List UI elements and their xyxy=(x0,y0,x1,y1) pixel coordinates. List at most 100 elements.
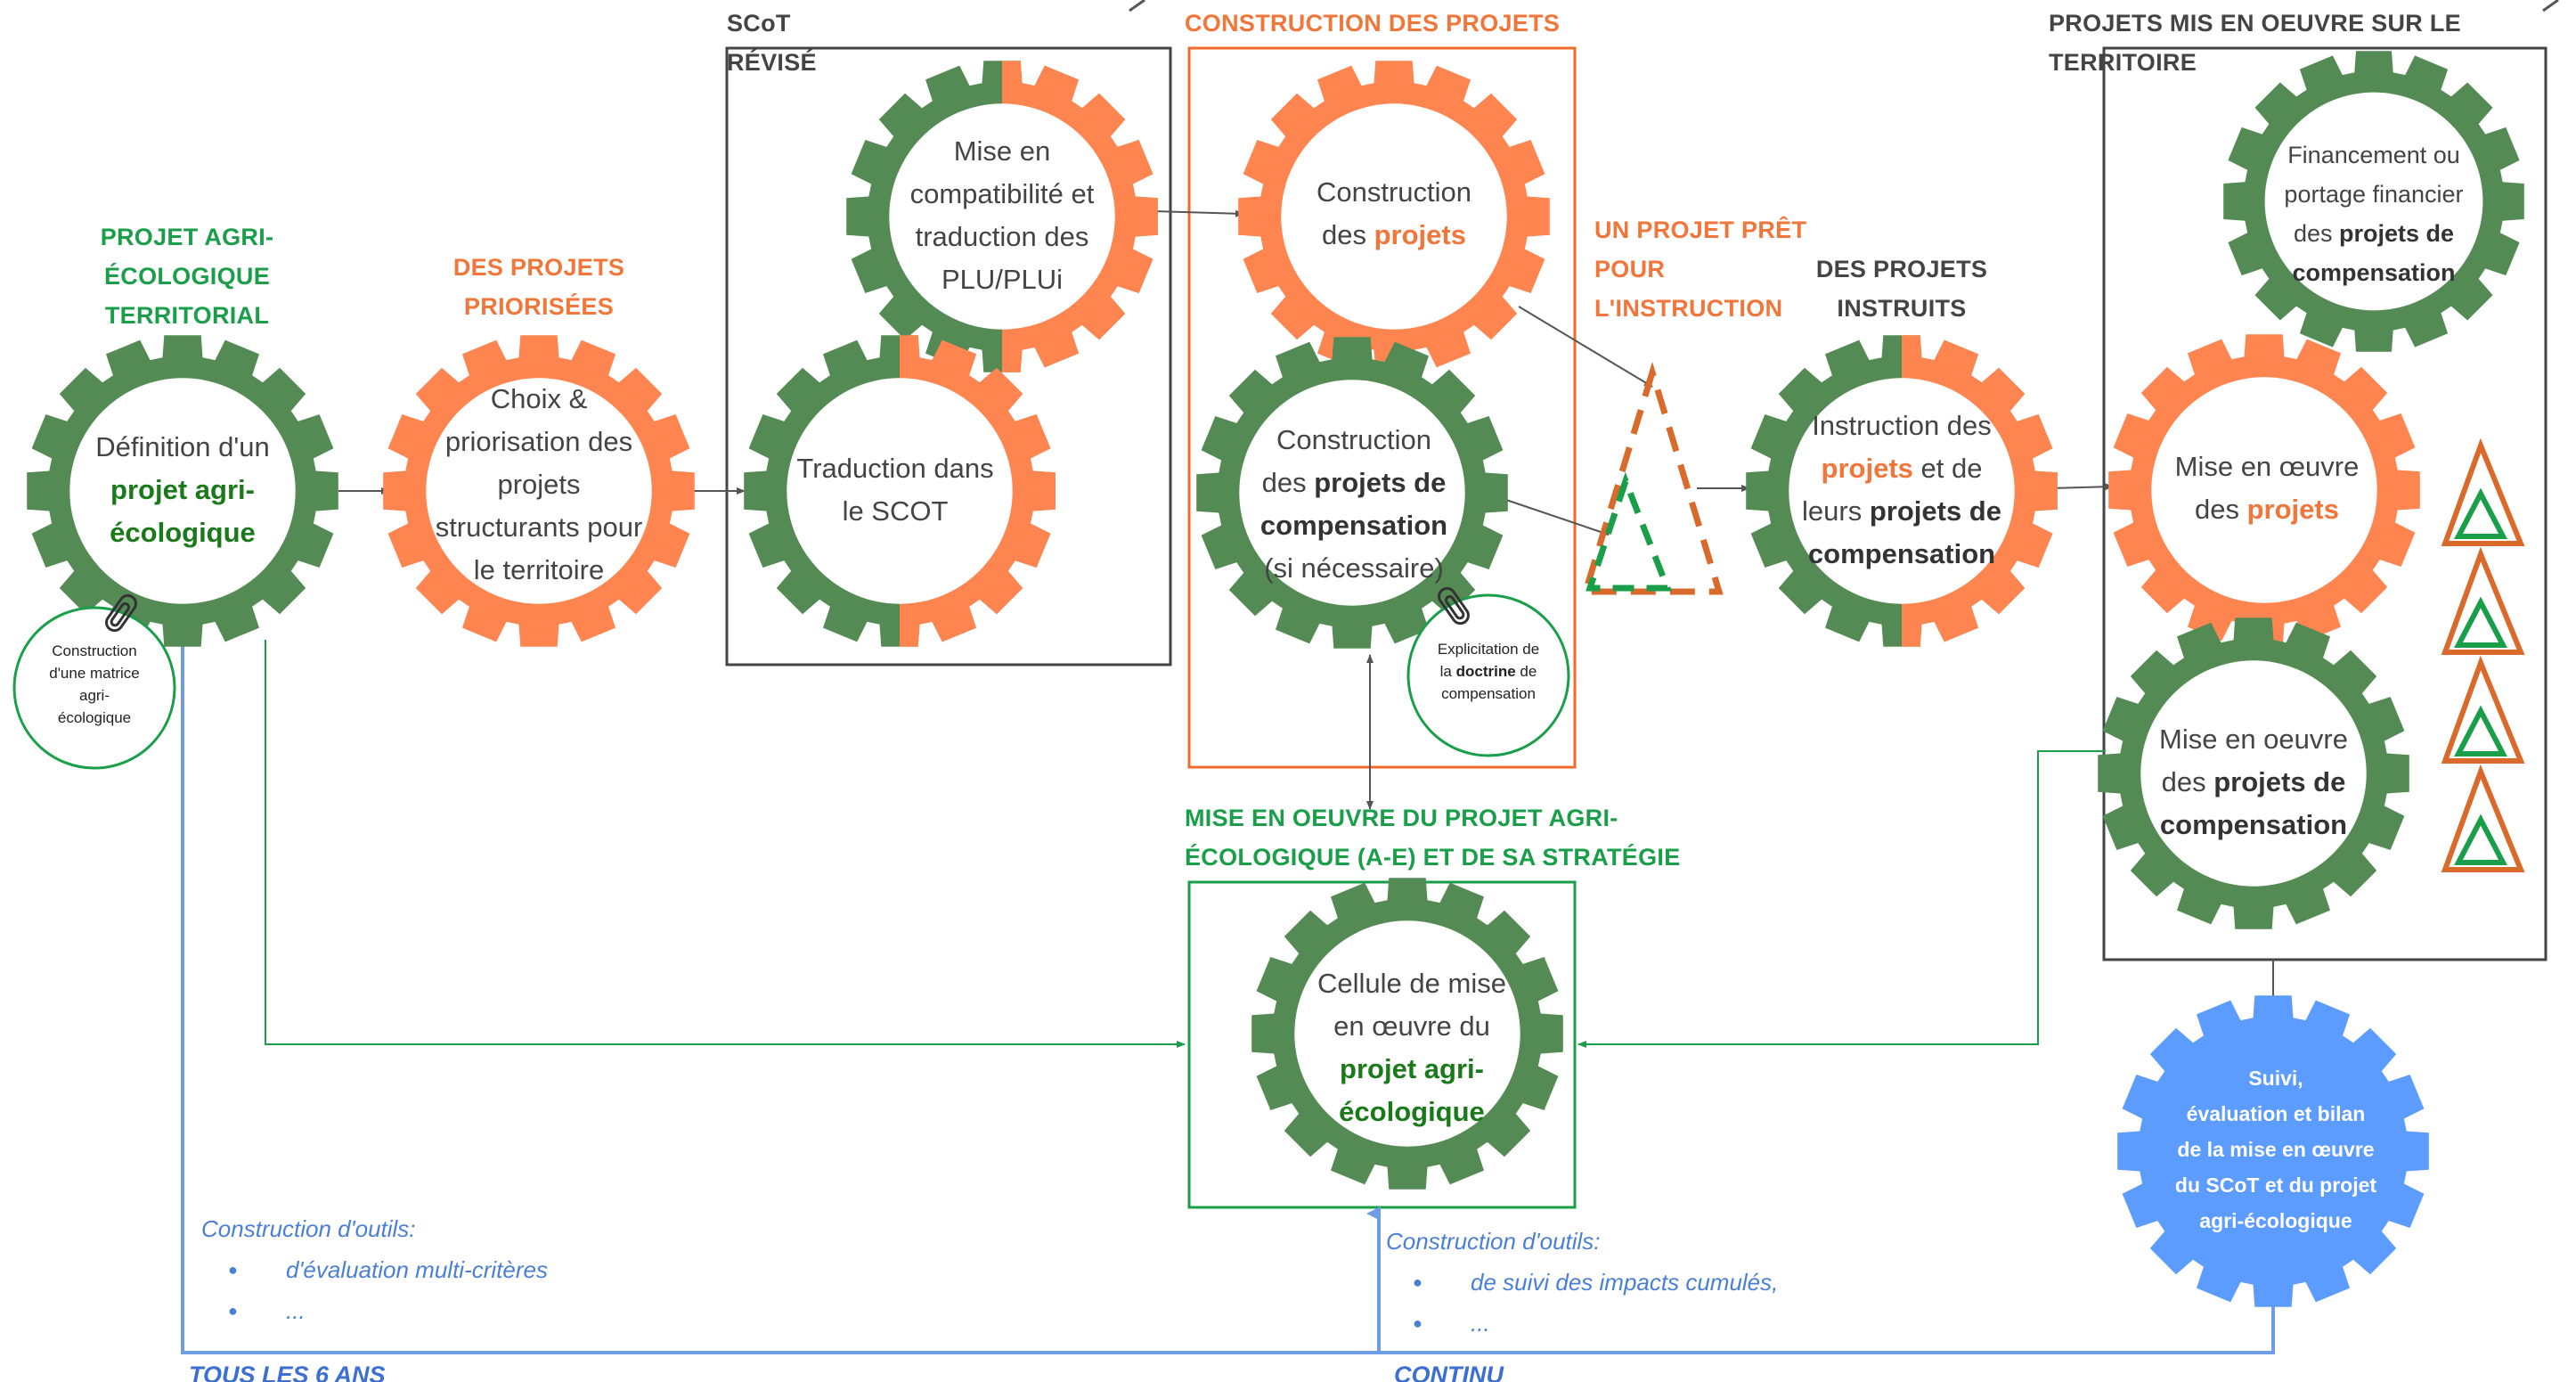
gear-cellule xyxy=(1251,878,1563,1190)
list-item: de suivi des impacts cumulés, xyxy=(1386,1262,1885,1303)
note-matrice: Construction d'une matrice agri- écologi… xyxy=(49,642,140,726)
gear-body xyxy=(2117,995,2429,1307)
note-doctrine-post: de compensation xyxy=(1441,663,1537,702)
arrow-compat-to-construction xyxy=(1153,209,1244,217)
arrow-construction-to-triangle xyxy=(1518,306,1653,388)
gear-hole xyxy=(1294,920,1520,1147)
list-item: d'évaluation multi-critères xyxy=(201,1249,700,1290)
label-projet-agri: PROJET AGRI- ÉCOLOGIQUE TERRITORIAL xyxy=(100,224,274,329)
gear-text-instruction: Instruction des projets et de leurs proj… xyxy=(1773,405,2031,576)
gear-text-mise-comp: Mise en oeuvre des projets de compensati… xyxy=(2124,718,2383,846)
gear-mise-projets xyxy=(2108,334,2420,646)
gear-text-traduction-pre: Traduction dans le SCOT xyxy=(796,453,994,527)
gears xyxy=(27,51,2524,1307)
gear-text-mise-projets-pre: Mise en œuvre des xyxy=(2174,451,2360,525)
gear-text-cellule-pre: Cellule de mise en œuvre du xyxy=(1317,968,1506,1042)
gear-text-mise-projets-bold: projets xyxy=(2246,494,2339,525)
arrow-comp-to-triangle xyxy=(1503,498,1610,536)
label-projets-instruits: DES PROJETS INSTRUITS xyxy=(1815,256,1988,322)
gear-text-financement: Financement ou portage financier des pro… xyxy=(2249,135,2499,292)
gear-construction-comp xyxy=(1196,337,1508,649)
arrow-suivi-loop xyxy=(170,609,2275,1354)
arrow-comp-oeuvre-to-cellule xyxy=(1577,750,2106,1048)
box-cellule xyxy=(1187,880,1577,1209)
gear-text-choix-pre: Choix & priorisation des projets structu… xyxy=(435,383,643,585)
note-circle-doctrine xyxy=(1406,593,1570,757)
paperclip-icon xyxy=(105,593,137,633)
tools-left-title: Construction d'outils: xyxy=(201,1215,416,1242)
arrow-fragment-top-right xyxy=(2542,0,2559,12)
gear-text-instruction-bold2: projets de compensation xyxy=(1807,495,2001,569)
header-mise-en-oeuvre-strategie: MISE EN OEUVRE DU PROJET AGRI- ÉCOLOGIQU… xyxy=(1185,805,1681,871)
header-construction-projets: CONSTRUCTION DES PROJETS xyxy=(1185,10,1561,37)
gear-text-mise-compat-pre: Mise en compatibilité et traduction des … xyxy=(909,135,1095,295)
gear-text-cellule: Cellule de mise en œuvre du projet agri-… xyxy=(1283,962,1541,1133)
note-doctrine: Explicitation de la doctrine de compensa… xyxy=(1414,638,1562,705)
triangle-icon xyxy=(2441,764,2525,872)
gear-construction xyxy=(1238,61,1550,372)
triangle-icon xyxy=(2441,655,2525,764)
gear-hole xyxy=(889,103,1115,330)
gear-text-mise-comp-pre: Mise en oeuvre des xyxy=(2159,724,2348,797)
gear-traduction xyxy=(744,335,1056,647)
gear-text-definition-bold: projet agri- écologique xyxy=(110,474,256,548)
tools-left: Construction d'outils: d'évaluation mult… xyxy=(201,1208,700,1331)
gear-financement xyxy=(2223,51,2524,352)
gear-hole xyxy=(787,378,1013,604)
gear-hole xyxy=(69,378,296,604)
gear-text-instruction-bold: projets xyxy=(1821,453,1913,484)
arrow-instruction-to-projets xyxy=(2050,483,2114,491)
gear-hole xyxy=(426,378,652,604)
triangle-icon xyxy=(2441,437,2525,546)
list-item: ... xyxy=(1386,1303,1885,1344)
gear-mise-comp xyxy=(2098,617,2409,929)
gear-text-instruction-pre: Instruction des xyxy=(1812,410,1992,441)
gear-text-construction-comp-post: (si nécessaire) xyxy=(1264,552,1444,584)
gear-text-traduction: Traduction dans le SCOT xyxy=(766,447,1024,533)
pret-triangles xyxy=(1581,361,1724,595)
gear-mise-compat xyxy=(846,61,1158,372)
gear-text-mise-compat: Mise en compatibilité et traduction des … xyxy=(873,130,1131,301)
gear-text-suivi: Suivi, évaluation et bilan de la mise en… xyxy=(2147,1060,2405,1239)
triangle-icon xyxy=(2441,546,2525,655)
tools-right-title: Construction d'outils: xyxy=(1386,1228,1601,1255)
gear-text-cellule-bold: projet agri- écologique xyxy=(1339,1053,1485,1127)
gear-hole xyxy=(2151,377,2377,603)
box-construction-projets xyxy=(1187,46,1577,769)
header-projets-mis-en-oeuvre: PROJETS MIS EN OEUVRE SUR LE TERRITOIRE xyxy=(2049,10,2461,76)
gear-text-construction-bold: projets xyxy=(1374,219,1466,250)
paperclip-icon xyxy=(1438,586,1470,626)
note-doctrine-pre: Explicitation de la xyxy=(1437,641,1540,680)
gear-text-definition: Définition d'un projet agri- écologique xyxy=(53,426,312,554)
gear-text-instruction-mid: et de leurs xyxy=(1802,453,1983,527)
gear-instruction xyxy=(1746,335,2058,647)
gear-text-definition-pre: Définition d'un xyxy=(95,431,270,462)
note-circle-matrice xyxy=(12,606,176,770)
gear-text-mise-projets: Mise en œuvre des projets xyxy=(2138,446,2396,531)
gear-hole xyxy=(2264,92,2483,311)
note-doctrine-bold: doctrine xyxy=(1455,663,1516,680)
gear-definition xyxy=(27,335,338,647)
tools-left-list: d'évaluation multi-critères ... xyxy=(201,1249,700,1331)
arrow-fragment-top xyxy=(1129,0,1145,12)
gear-text-mise-comp-bold: projets de compensation xyxy=(2159,766,2348,840)
gear-text-construction: Construction des projets xyxy=(1265,171,1523,257)
header-scot-revise: SCoT RÉVISÉ xyxy=(727,10,817,76)
gear-choix xyxy=(383,335,695,647)
box-scot-revise xyxy=(725,46,1172,666)
tools-right-list: de suivi des impacts cumulés, ... xyxy=(1386,1262,1885,1344)
gear-text-financement-pre: Financement ou portage financier des xyxy=(2284,142,2464,247)
gear-text-construction-comp: Construction des projets de compensation… xyxy=(1225,419,1483,590)
label-projets-priorises: DES PROJETS PRIORISÉES xyxy=(452,254,625,320)
frequency-left: TOUS LES 6 ANS xyxy=(189,1362,386,1382)
gear-hole xyxy=(2140,660,2367,887)
stack-triangles xyxy=(2441,437,2525,872)
gear-text-choix: Choix & priorisation des projets structu… xyxy=(410,378,668,592)
label-projet-pret: UN PROJET PRÊT POUR L'INSTRUCTION xyxy=(1594,217,1807,322)
gear-hole xyxy=(1239,380,1465,606)
arrow-definition-to-cellule xyxy=(265,640,1186,1048)
gear-text-suivi-pre: Suivi, évaluation et bilan de la mise en… xyxy=(2174,1067,2377,1232)
tools-right: Construction d'outils: de suivi des impa… xyxy=(1386,1221,1885,1344)
